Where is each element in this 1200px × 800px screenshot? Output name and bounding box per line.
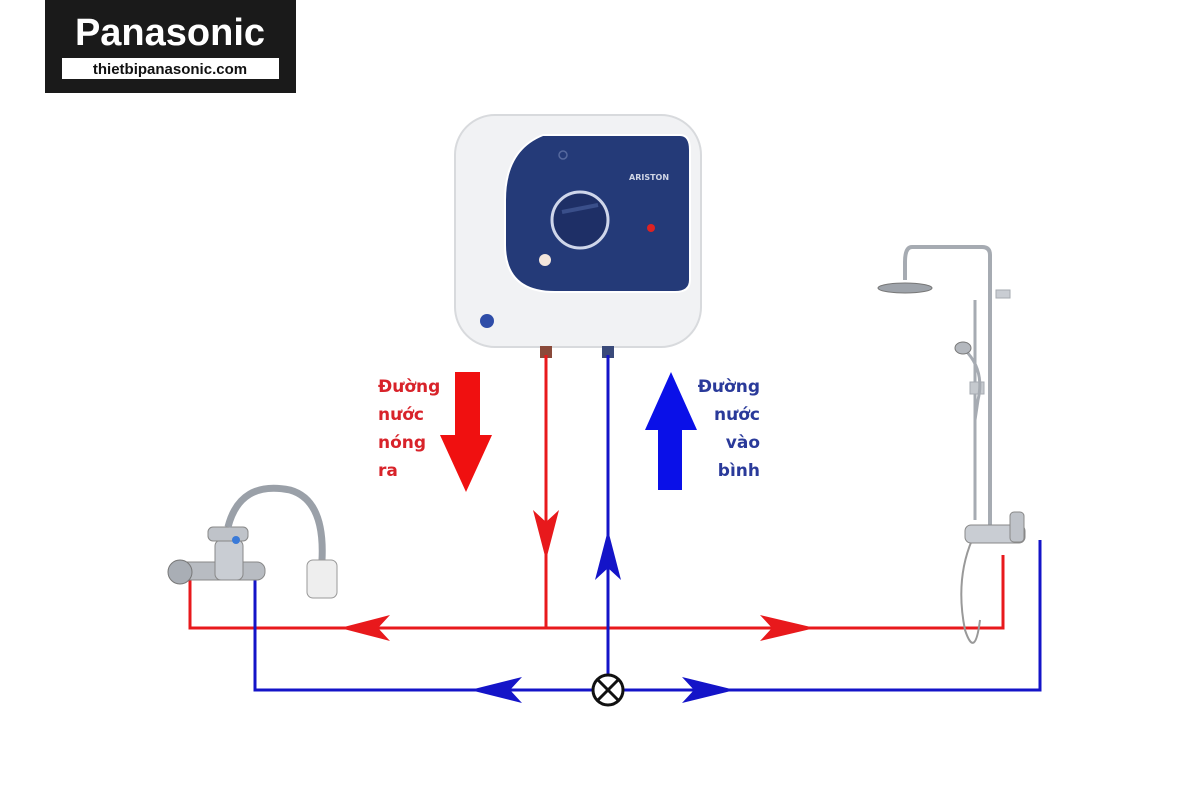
logo-website: thietbipanasonic.com <box>93 61 247 78</box>
hot-out-arrow <box>440 372 492 492</box>
panasonic-logo: Panasonic thietbipanasonic.com <box>45 0 296 93</box>
cold-water-pipes <box>253 355 1042 692</box>
logo-brand: Panasonic <box>75 12 265 54</box>
cold-flow-arrows <box>470 530 735 703</box>
hot-flow-arrows <box>340 510 815 641</box>
indicator-light <box>647 224 655 232</box>
power-indicator <box>539 254 551 266</box>
heater-brand: ARISTON <box>629 173 669 182</box>
label-line: bình <box>718 461 760 481</box>
temperature-dial <box>550 190 610 250</box>
label-line: vào <box>726 433 760 453</box>
hot-out-label: Đường nước nóng ra <box>378 377 440 481</box>
label-line: ra <box>378 461 398 481</box>
label-line: nước <box>714 405 760 425</box>
cold-in-arrow <box>645 372 697 490</box>
shutoff-valve[interactable] <box>591 673 625 707</box>
kitchen-faucet <box>167 484 338 599</box>
shower-set <box>877 245 1026 644</box>
water-heater: ARISTON <box>454 114 702 358</box>
label-line: nóng <box>378 433 426 453</box>
label-line: nước <box>378 405 424 425</box>
cold-in-label: Đường nước vào bình <box>698 377 760 481</box>
hot-water-pipes <box>188 355 1005 630</box>
label-line: Đường <box>378 377 440 397</box>
label-line: Đường <box>698 377 760 397</box>
badge-icon <box>480 314 494 328</box>
